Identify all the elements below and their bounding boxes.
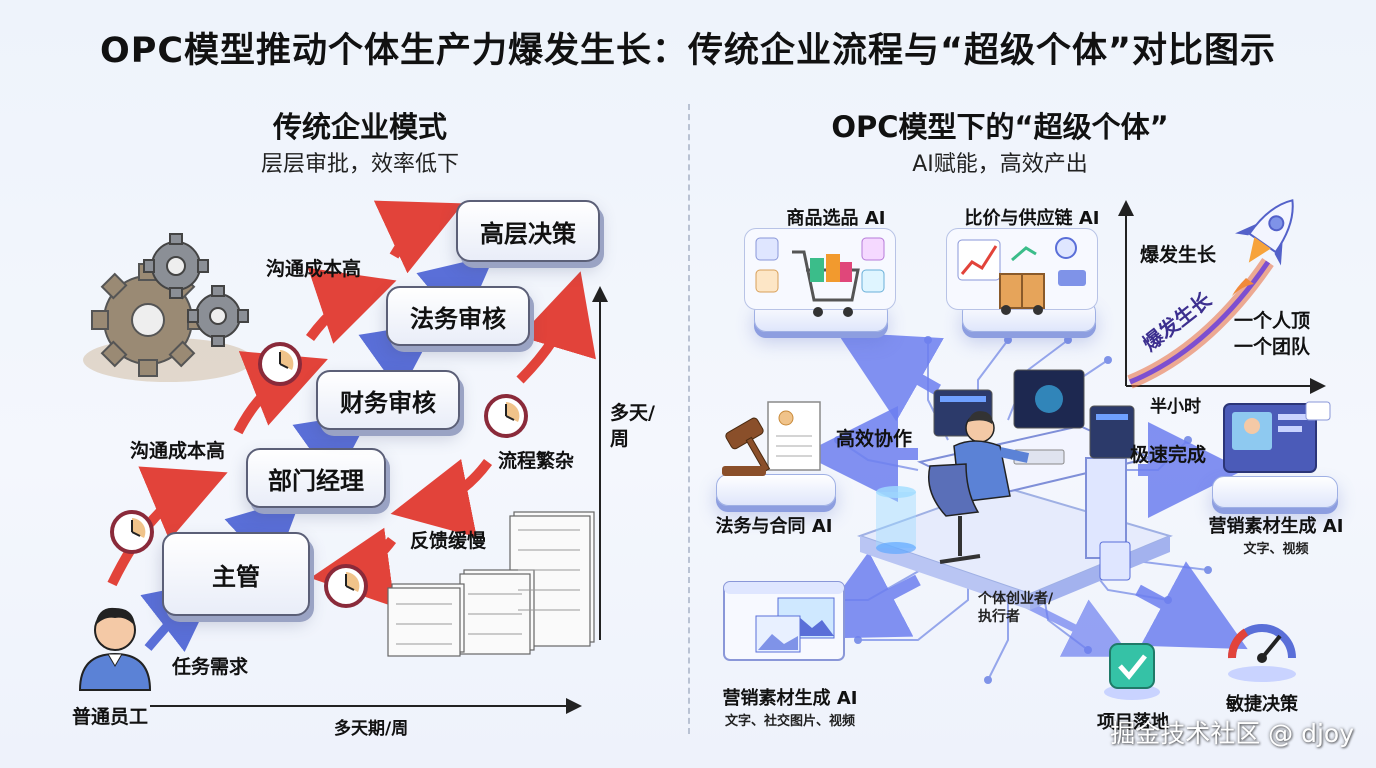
cost-label: 沟通成本高: [130, 440, 226, 462]
clock-icon: [110, 510, 154, 554]
legal-ai-platform: [716, 474, 836, 506]
supply-ai-label: 比价与供应链 AI: [964, 208, 1100, 229]
x-axis-label: 多天期/周: [334, 719, 409, 739]
step-legal-review: 法务审核: [386, 286, 530, 346]
marketing-ai-right-label: 营销素材生成 AI: [1208, 516, 1344, 537]
step-label: 法务审核: [410, 304, 506, 333]
speedometer-icon[interactable]: [1222, 610, 1302, 684]
supply-chain-icon[interactable]: [950, 230, 1094, 320]
half-hour-label: 半小时: [1150, 397, 1201, 417]
step-label: 财务审核: [340, 388, 436, 417]
left-panel-title: 传统企业模式: [272, 110, 447, 144]
step-label: 高层决策: [480, 219, 576, 248]
right-panel-title: OPC模型下的“超级个体”: [831, 110, 1169, 144]
paper-stack-icon: [387, 511, 595, 657]
growth-label: 爆发生长: [1140, 244, 1217, 266]
shopping-cart-icon[interactable]: [748, 230, 892, 330]
worker-avatar-icon: [78, 607, 152, 691]
image-gallery-icon[interactable]: [718, 576, 850, 666]
product-ai-label: 商品选品 AI: [786, 208, 886, 229]
marketing-media-icon[interactable]: [1214, 396, 1334, 486]
solo-founder-workstation-icon: [856, 369, 1173, 610]
step-supervisor: 主管: [162, 532, 310, 616]
step-executive-decision: 高层决策: [456, 200, 600, 262]
panel-divider: [688, 104, 690, 734]
feedback-label: 反馈缓慢: [410, 530, 487, 552]
cost-label: 沟通成本高: [266, 258, 362, 280]
marketing-ai-right-sublabel: 文字、视频: [1243, 542, 1309, 557]
watermark: 掘金技术社区 @ djoy: [1110, 719, 1354, 748]
rocket-icon: [1232, 199, 1294, 296]
worker-label: 普通员工: [72, 706, 149, 728]
step-label: 部门经理: [268, 466, 364, 495]
clock-icon: [324, 564, 368, 608]
clock-icon: [258, 342, 302, 386]
legal-ai-label: 法务与合同 AI: [715, 516, 833, 537]
project-label: 项目落地: [1097, 712, 1169, 733]
step-finance-review: 财务审核: [316, 370, 460, 430]
check-shield-icon[interactable]: [1100, 636, 1164, 702]
process-label: 流程繁杂: [498, 450, 575, 472]
collaboration-label: 高效协作: [836, 428, 913, 450]
gavel-contract-icon[interactable]: [716, 396, 836, 486]
marketing-ai-left-label: 营销素材生成 AI: [722, 688, 858, 709]
left-panel-subtitle: 层层审批，效率低下: [260, 152, 459, 177]
fast-completion-label: 极速完成: [1130, 444, 1207, 466]
marketing-ai-right-platform: [1212, 476, 1338, 508]
task-label: 任务需求: [172, 656, 249, 678]
solo-founder-label: 个体创业者/ 执行者: [978, 591, 1054, 625]
one-person-team-label: 一个人顶 一个团队: [1234, 310, 1311, 358]
clock-icon: [484, 394, 528, 438]
step-department-manager: 部门经理: [246, 448, 386, 508]
step-label: 主管: [212, 562, 260, 591]
page-title: OPC模型推动个体生产力爆发生长：传统企业流程与“超级个体”对比图示: [99, 31, 1277, 71]
marketing-ai-left-sublabel: 文字、社交图片、视频: [724, 714, 855, 729]
right-panel-subtitle: AI赋能，高效产出: [912, 152, 1088, 177]
gears-icon: [83, 233, 253, 382]
decision-label: 敏捷决策: [1226, 694, 1298, 715]
y-axis-label: 多天/ 周: [610, 402, 655, 450]
